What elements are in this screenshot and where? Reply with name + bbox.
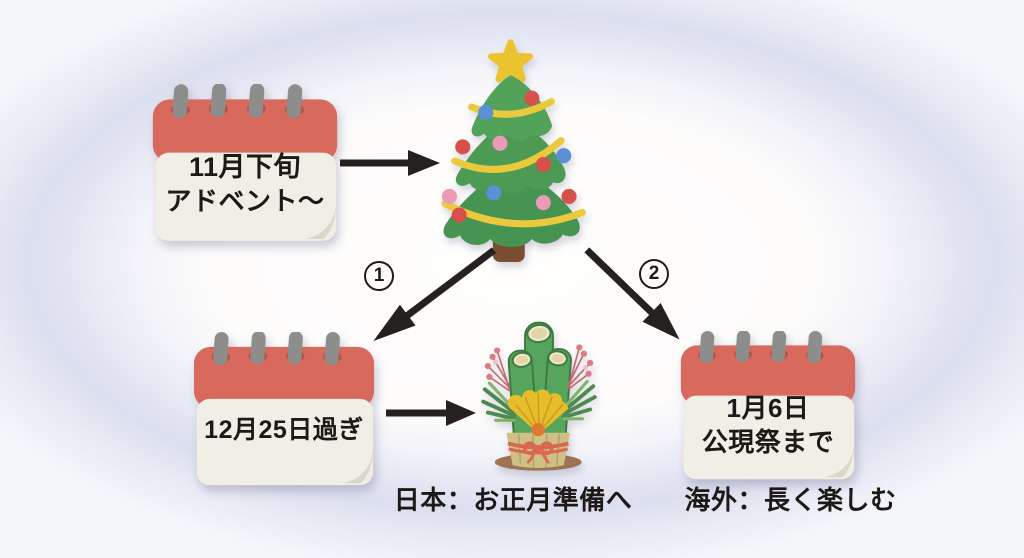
arrow-right-icon (384, 399, 478, 427)
start-calendar-line2: アドベント〜 (165, 185, 325, 216)
christmas-tree-icon (441, 39, 586, 262)
japan-calendar-text: 12月25日過ぎ (197, 385, 372, 475)
japan-calendar-line1: 12月25日過ぎ (204, 415, 364, 444)
overseas-calendar-line1: 1月6日 (726, 393, 810, 424)
node-overseas-calendar: 1月6日 公現祭まで (678, 331, 858, 481)
arrow-down-right-icon (574, 237, 691, 351)
node-start-calendar: 11月下旬 アドベント〜 (150, 84, 340, 243)
arrow-down-left-icon (363, 237, 505, 354)
overseas-calendar-text: 1月6日 公現祭まで (683, 382, 852, 469)
berry-sprigs (484, 344, 594, 392)
node-christmas-tree (422, 36, 608, 271)
start-calendar-line1: 11月下旬 (188, 152, 301, 183)
star-icon (488, 39, 534, 83)
rope-bow (507, 441, 569, 464)
start-calendar-text: 11月下旬 アドベント〜 (156, 138, 335, 230)
pine-fronds (481, 380, 597, 422)
overseas-calendar-line2: 公現祭まで (701, 426, 835, 457)
caption-overseas: 海外：長く楽しむ (684, 485, 897, 515)
branch1-number-badge: 1 (364, 261, 394, 291)
node-japan-calendar: 12月25日過ぎ (191, 332, 377, 487)
ornaments (441, 90, 577, 223)
node-kadomatsu (477, 318, 601, 473)
caption-japan: 日本：お正月準備へ (393, 485, 633, 515)
branch2-number-badge: 2 (639, 259, 669, 289)
kadomatsu-icon (481, 321, 597, 471)
arrow-right-icon (338, 149, 442, 177)
orange-ball (531, 423, 545, 437)
